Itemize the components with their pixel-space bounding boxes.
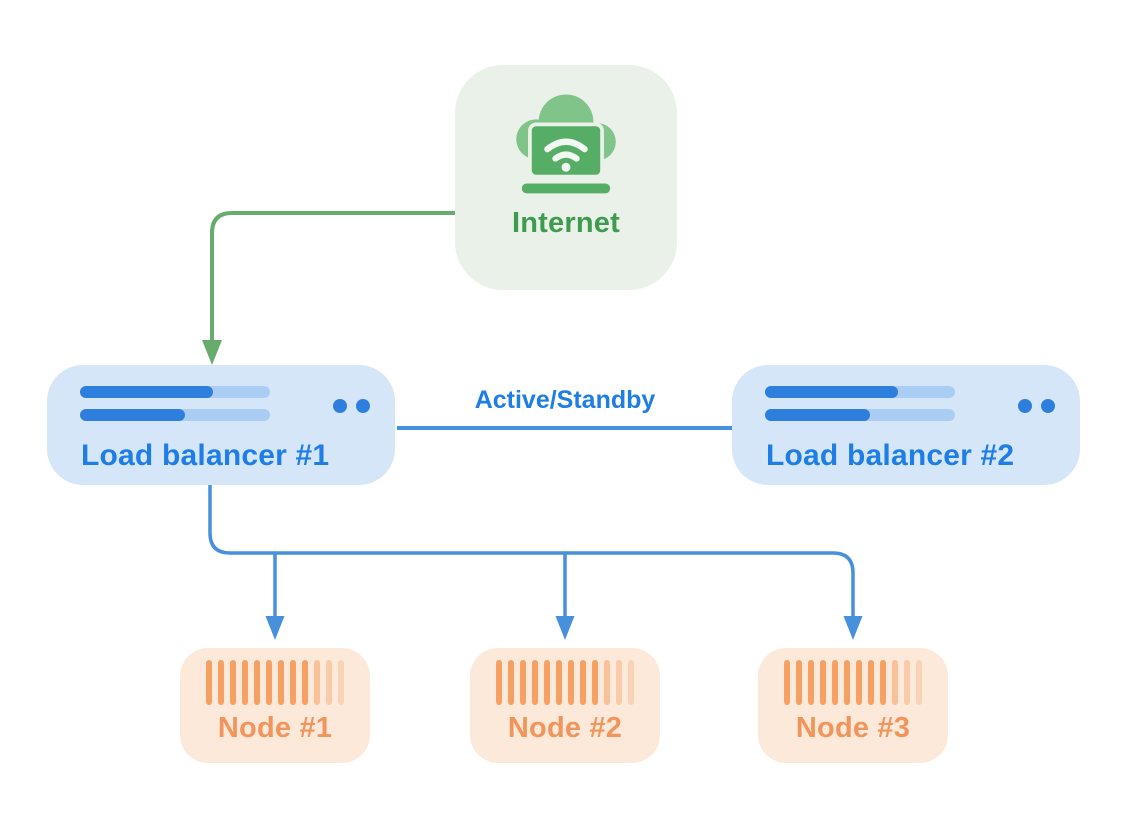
load-balancer-2-label: Load balancer #2	[766, 439, 1015, 472]
cloud-laptop-wifi-icon	[516, 94, 616, 198]
green-arrowhead-icon	[202, 340, 222, 365]
load-balancer-2-node[interactable]: Load balancer #2	[732, 365, 1080, 485]
progress-bar	[80, 409, 270, 421]
load-balancer-1-node[interactable]: Load balancer #1	[47, 365, 395, 485]
node-1-label: Node #1	[217, 712, 333, 744]
node-2-label: Node #2	[507, 712, 623, 744]
blue-arrowhead-icon	[843, 616, 863, 640]
node-3[interactable]: Node #3	[758, 648, 948, 763]
blue-arrowhead-icon	[265, 616, 285, 640]
ellipsis-dots-icon	[1018, 399, 1055, 413]
progress-bar	[765, 409, 955, 421]
server-vent-bars-icon	[206, 660, 344, 705]
blue-arrowhead-icon	[555, 616, 575, 640]
node-3-label: Node #3	[795, 712, 911, 744]
node-2[interactable]: Node #2	[470, 648, 660, 763]
progress-bar	[765, 386, 955, 398]
internet-label: Internet	[512, 207, 620, 239]
server-vent-bars-icon	[784, 660, 922, 705]
progress-bars-icon	[80, 386, 370, 424]
internet-node[interactable]: Internet	[455, 65, 677, 290]
ellipsis-dots-icon	[333, 399, 370, 413]
progress-bar	[80, 386, 270, 398]
active-standby-label: Active/Standby	[474, 386, 656, 414]
progress-bars-icon	[765, 386, 1055, 424]
lb1-to-nodes-connector	[208, 483, 863, 640]
server-vent-bars-icon	[496, 660, 634, 705]
internet-to-lb1-connector	[202, 211, 457, 365]
load-balancer-1-label: Load balancer #1	[81, 439, 330, 472]
node-1[interactable]: Node #1	[180, 648, 370, 763]
